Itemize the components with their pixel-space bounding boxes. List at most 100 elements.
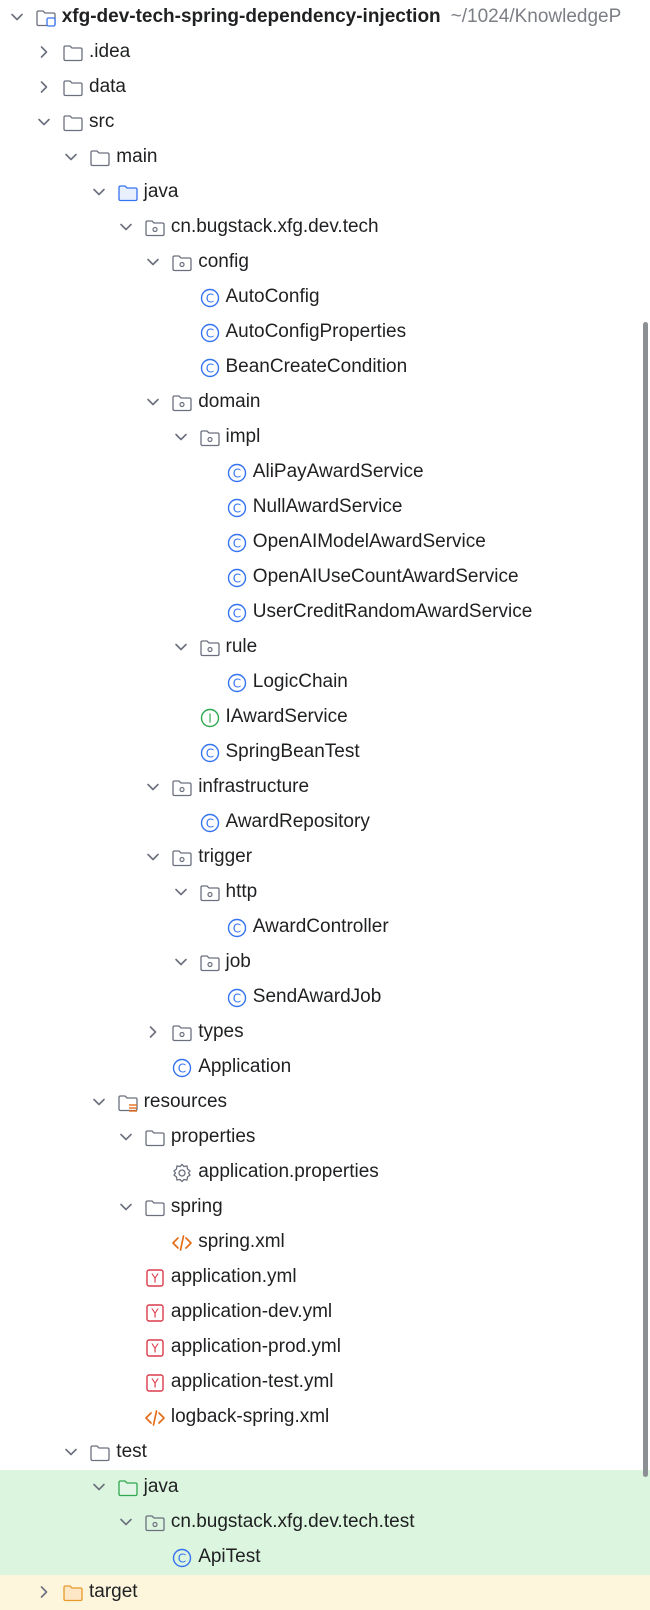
tree-row[interactable]: test (0, 1435, 650, 1470)
folder-icon (62, 77, 84, 99)
tree-item-label: application-test.yml (171, 1371, 334, 1393)
tree-row[interactable]: spring (0, 1190, 650, 1225)
tree-row[interactable]: cn.bugstack.xfg.dev.tech (0, 210, 650, 245)
tree-row[interactable]: infrastructure (0, 770, 650, 805)
tree-row[interactable]: xfg-dev-tech-spring-dependency-injection… (0, 0, 650, 35)
chevron-down-icon[interactable] (172, 883, 190, 901)
chevron-down-icon[interactable] (90, 1093, 108, 1111)
chevron-down-icon[interactable] (172, 428, 190, 446)
chevron-down-icon[interactable] (90, 183, 108, 201)
tree-item-label: AliPayAwardService (253, 461, 424, 483)
chevron-down-icon[interactable] (144, 848, 162, 866)
svg-text:Y: Y (150, 1307, 159, 1321)
tree-row[interactable]: types (0, 1015, 650, 1050)
chevron-right-icon[interactable] (35, 43, 53, 61)
tree-row[interactable]: impl (0, 420, 650, 455)
xml-icon (144, 1407, 166, 1429)
chevron-down-icon[interactable] (144, 393, 162, 411)
chevron-down-icon[interactable] (117, 218, 135, 236)
tree-row[interactable]: rule (0, 630, 650, 665)
tree-row[interactable]: config (0, 245, 650, 280)
class-icon: C (226, 987, 248, 1009)
chevron-right-icon[interactable] (35, 1583, 53, 1601)
tree-item-label: application.properties (198, 1161, 379, 1183)
tree-row[interactable]: cn.bugstack.xfg.dev.tech.test (0, 1505, 650, 1540)
tree-row[interactable]: domain (0, 385, 650, 420)
tree-row[interactable]: data (0, 70, 650, 105)
tree-row[interactable]: http (0, 875, 650, 910)
tree-row[interactable]: trigger (0, 840, 650, 875)
chevron-down-icon[interactable] (62, 1443, 80, 1461)
tree-item-name: config (198, 251, 249, 272)
tree-item-label: java (144, 181, 179, 203)
svg-text:Y: Y (150, 1377, 159, 1391)
tree-item-name: infrastructure (198, 776, 310, 797)
chevron-down-icon[interactable] (8, 8, 26, 26)
tree-item-label: rule (226, 636, 258, 658)
tree-row[interactable]: resources (0, 1085, 650, 1120)
tree-row[interactable]: .idea (0, 35, 650, 70)
chevron-down-icon[interactable] (117, 1198, 135, 1216)
tree-row[interactable]: src (0, 105, 650, 140)
tree-item-name: domain (198, 391, 261, 412)
tree-item-name: trigger (198, 846, 253, 867)
tree-row[interactable]: spring.xml (0, 1225, 650, 1260)
tree-row[interactable]: java (0, 175, 650, 210)
chevron-right-icon[interactable] (35, 78, 53, 96)
tree-item-label: job (226, 951, 251, 973)
chevron-down-icon[interactable] (172, 953, 190, 971)
package-icon (199, 427, 221, 449)
tree-item-name: properties (170, 1126, 256, 1147)
tree-row[interactable]: properties (0, 1120, 650, 1155)
tree-item-name: AutoConfig (225, 286, 320, 307)
tree-item-name: application-prod.yml (170, 1336, 341, 1357)
chevron-down-icon[interactable] (35, 113, 53, 131)
chevron-down-icon[interactable] (117, 1128, 135, 1146)
chevron-down-icon[interactable] (144, 253, 162, 271)
tree-item-label: main (116, 146, 157, 168)
tree-row[interactable]: target (0, 1575, 650, 1610)
chevron-down-icon[interactable] (172, 638, 190, 656)
tree-row[interactable]: java (0, 1470, 650, 1505)
tree-row[interactable]: logback-spring.xml (0, 1400, 650, 1435)
tree-item-name: spring (170, 1196, 223, 1217)
vertical-scrollbar[interactable] (643, 322, 648, 1477)
chevron-right-icon[interactable] (144, 1023, 162, 1041)
chevron-down-icon[interactable] (144, 778, 162, 796)
class-icon: C (226, 602, 248, 624)
tree-row[interactable]: job (0, 945, 650, 980)
chevron-down-icon[interactable] (90, 1478, 108, 1496)
chevron-down-icon[interactable] (117, 1513, 135, 1531)
tree-item-label: config (198, 251, 249, 273)
package-icon (171, 1022, 193, 1044)
tree-item-label: SendAwardJob (253, 986, 382, 1008)
class-icon: C (199, 287, 221, 309)
tree-item-name: application-dev.yml (170, 1301, 333, 1322)
tree-row[interactable]: main (0, 140, 650, 175)
tree-item-label: data (89, 76, 126, 98)
chevron-down-icon[interactable] (62, 148, 80, 166)
tree-item-label: IAwardService (226, 706, 348, 728)
tree-row[interactable]: application.properties (0, 1155, 650, 1190)
svg-text:C: C (233, 572, 241, 586)
